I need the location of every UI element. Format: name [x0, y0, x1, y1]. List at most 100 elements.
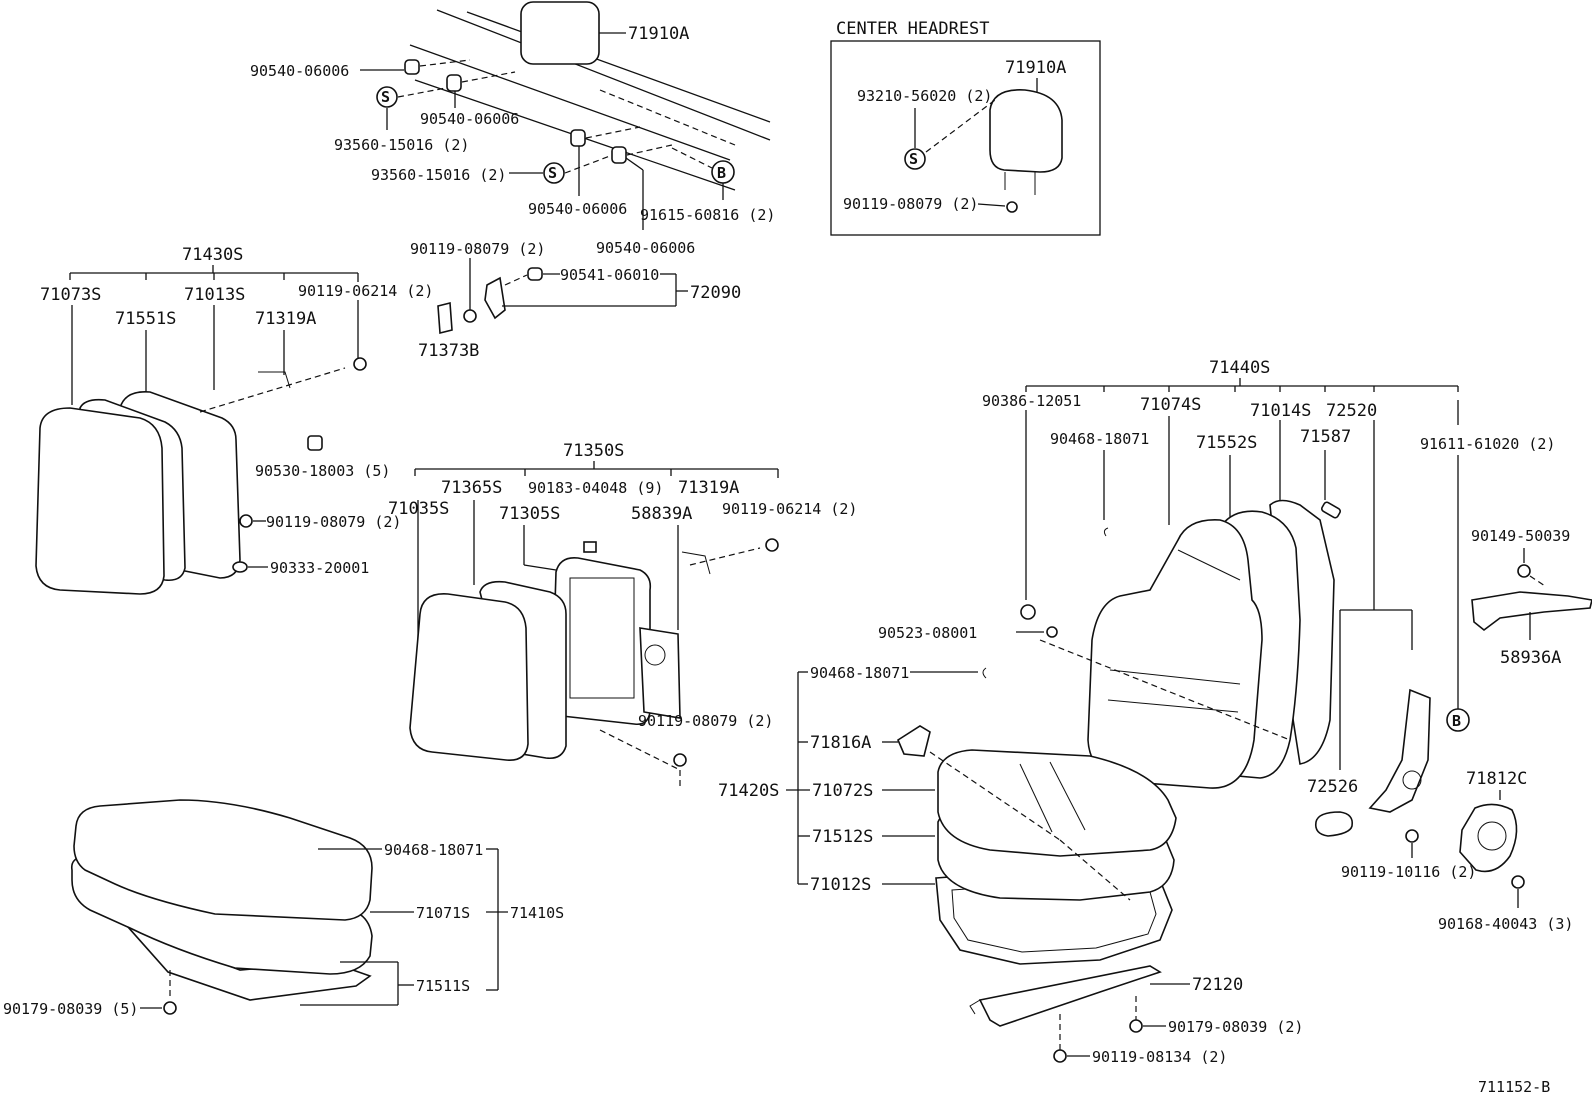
part-label[interactable]: 71551S: [115, 309, 176, 329]
part-label[interactable]: 90119-08079 (2): [266, 513, 401, 531]
part-label[interactable]: 90168-40043 (3): [1438, 915, 1573, 933]
part-label[interactable]: 72120: [1192, 975, 1243, 995]
part-label[interactable]: 71511S: [416, 977, 470, 995]
center-headrest-shape[interactable]: [989, 89, 1063, 173]
part-label[interactable]: 71812C: [1466, 769, 1527, 789]
part-label[interactable]: 90540-06006: [596, 239, 695, 257]
part-label[interactable]: 71910A: [628, 24, 689, 44]
cushion-cover-shape[interactable]: [937, 749, 1177, 857]
recliner-cover-shape[interactable]: [1459, 803, 1518, 873]
part-label[interactable]: 71073S: [40, 285, 101, 305]
bracket-shape[interactable]: [437, 301, 453, 335]
part-label[interactable]: 71430S: [182, 245, 243, 265]
adjuster-shape[interactable]: [978, 965, 1162, 1027]
part-label[interactable]: 71910A: [1005, 58, 1066, 78]
part-label[interactable]: 90468-18071: [1050, 430, 1149, 448]
part-label[interactable]: 90468-18071: [384, 841, 483, 859]
part-label[interactable]: 72090: [690, 283, 741, 303]
part-label[interactable]: 71074S: [1140, 395, 1201, 415]
part-label[interactable]: 90468-18071: [810, 664, 909, 682]
part-label[interactable]: 90119-08079 (2): [410, 240, 545, 258]
part-label[interactable]: 58839A: [631, 504, 692, 524]
part-label[interactable]: 71816A: [810, 733, 871, 753]
bolt-icon: [239, 514, 253, 528]
seatback-cover-shape[interactable]: [35, 407, 165, 595]
part-label[interactable]: 93560-15016 (2): [371, 166, 506, 184]
guide-mark-icon: [904, 148, 926, 170]
bolt-icon: [1517, 564, 1531, 578]
seatback-cover-shape[interactable]: [1087, 519, 1263, 789]
part-label[interactable]: 71071S: [416, 904, 470, 922]
clip-shape[interactable]: [307, 435, 323, 451]
headrest-area: 71910A 90540-06006 90540-06006 S 93560-1…: [250, 1, 775, 257]
part-label[interactable]: 93210-56020 (2): [857, 87, 992, 105]
part-label[interactable]: 71512S: [812, 827, 873, 847]
part-label[interactable]: 90149-50039: [1471, 527, 1570, 545]
part-label[interactable]: 91611-61020 (2): [1420, 435, 1555, 453]
part-label[interactable]: 71319A: [255, 309, 316, 329]
center-headrest-panel: CENTER HEADREST 71910A 93210-56020 (2) S…: [830, 19, 1101, 236]
part-label[interactable]: 71373B: [418, 341, 479, 361]
part-label[interactable]: 90523-08001: [878, 624, 977, 642]
part-label[interactable]: 58936A: [1500, 648, 1561, 668]
part-label[interactable]: 93560-15016 (2): [334, 136, 469, 154]
part-label[interactable]: 90119-08134 (2): [1092, 1048, 1227, 1066]
part-label[interactable]: 72526: [1307, 777, 1358, 797]
part-label[interactable]: 90541-06010: [560, 266, 659, 284]
part-label[interactable]: 71072S: [812, 781, 873, 801]
bracket-shape[interactable]: [1471, 591, 1592, 632]
bush-shape[interactable]: [404, 59, 420, 75]
cushion-cover-shape[interactable]: [73, 799, 373, 921]
headrest-shape[interactable]: [520, 1, 600, 65]
part-label[interactable]: 90530-18003 (5): [255, 462, 390, 480]
part-label[interactable]: 90179-08039 (5): [3, 1000, 138, 1018]
part-label[interactable]: 71014S: [1250, 401, 1311, 421]
part-label[interactable]: 71440S: [1209, 358, 1270, 378]
screw-icon: [1511, 875, 1525, 889]
part-label[interactable]: 91615-60816 (2): [640, 206, 775, 224]
part-label[interactable]: 71305S: [499, 504, 560, 524]
ring-icon: [232, 561, 248, 573]
part-label[interactable]: 90386-12051: [982, 392, 1081, 410]
part-label[interactable]: 90540-06006: [528, 200, 627, 218]
part-label[interactable]: 71587: [1300, 427, 1351, 447]
part-label[interactable]: 71410S: [510, 904, 564, 922]
part-label[interactable]: 71552S: [1196, 433, 1257, 453]
part-label[interactable]: 90183-04048 (9): [528, 479, 663, 497]
hook-shape[interactable]: [258, 371, 291, 389]
part-label[interactable]: 71012S: [810, 875, 871, 895]
board-shape[interactable]: [639, 627, 681, 719]
part-label[interactable]: 71365S: [441, 478, 502, 498]
part-label[interactable]: 90179-08039 (2): [1168, 1018, 1303, 1036]
shield-shape[interactable]: [896, 725, 931, 757]
diagram-code: 711152-B: [1478, 1078, 1550, 1096]
part-label[interactable]: 72520: [1326, 401, 1377, 421]
bush-shape[interactable]: [611, 146, 627, 164]
mark-label: B: [1452, 712, 1461, 730]
part-label[interactable]: 90540-06006: [250, 62, 349, 80]
part-label[interactable]: 90119-06214 (2): [722, 500, 857, 518]
recliner-shape[interactable]: [1368, 688, 1431, 813]
part-label[interactable]: 71420S: [718, 781, 779, 801]
part-label[interactable]: 71035S: [388, 499, 449, 519]
guide-shape[interactable]: [1321, 501, 1342, 519]
part-label[interactable]: 71350S: [563, 441, 624, 461]
bush-shape[interactable]: [527, 267, 543, 281]
part-label[interactable]: 90119-06214 (2): [298, 282, 433, 300]
hook-shape[interactable]: [681, 551, 711, 575]
bush-shape[interactable]: [446, 74, 462, 92]
front-seatback-group: 71440S 90386-12051 71074S 71014S 72520 9…: [878, 358, 1592, 933]
part-label[interactable]: 71013S: [184, 285, 245, 305]
hinge-shape[interactable]: [484, 276, 506, 320]
part-label[interactable]: 71319A: [678, 478, 739, 498]
screw-shape[interactable]: [583, 541, 597, 553]
part-label[interactable]: 90119-08079 (2): [843, 195, 978, 213]
bush-shape[interactable]: [570, 129, 586, 147]
part-label[interactable]: 90119-08079 (2): [638, 712, 773, 730]
hinge-area: 90119-08079 (2) 90541-06010 72090 71373B: [410, 240, 741, 361]
part-label[interactable]: 90119-10116 (2): [1341, 863, 1476, 881]
part-label[interactable]: 90333-20001: [270, 559, 369, 577]
part-label[interactable]: 90540-06006: [420, 110, 519, 128]
knob-shape[interactable]: [1314, 811, 1354, 837]
seatback-cover-shape[interactable]: [409, 593, 529, 761]
